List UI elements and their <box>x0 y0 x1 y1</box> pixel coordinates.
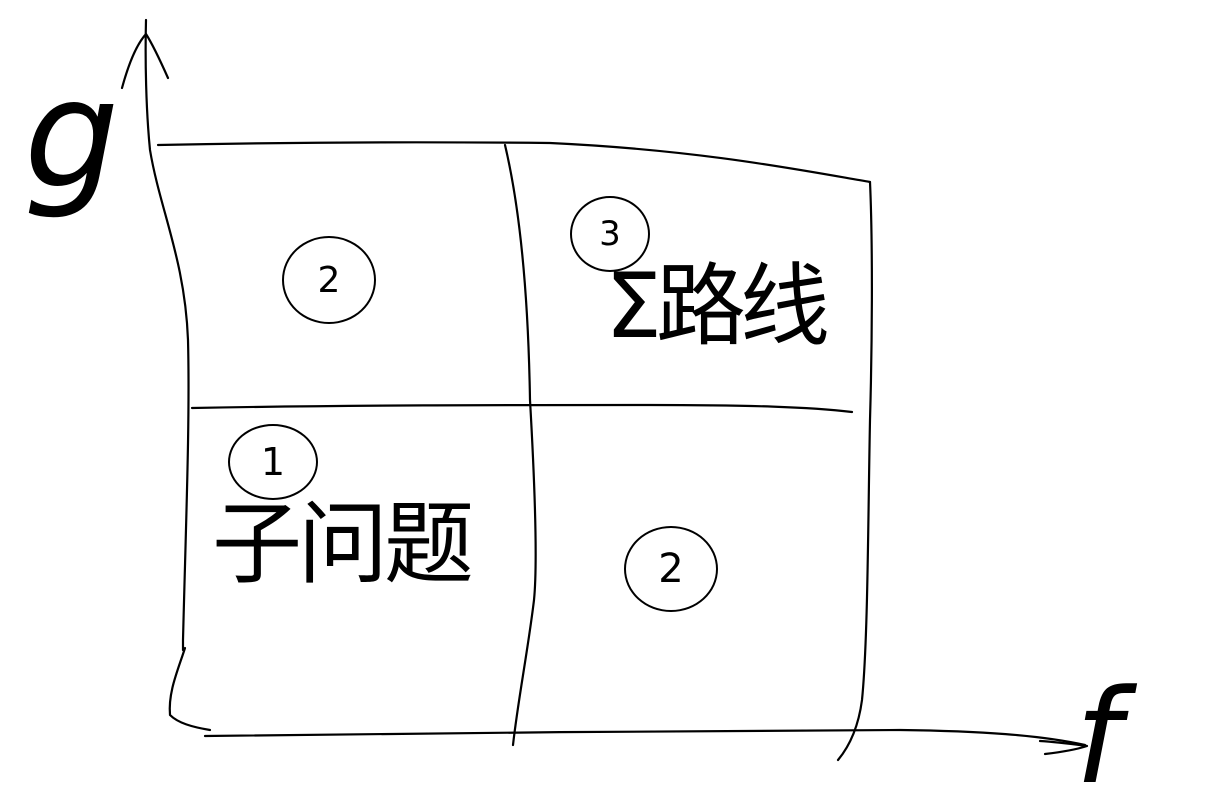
x-axis-line <box>203 728 1087 747</box>
horizontal-divider <box>190 403 854 414</box>
quadrant-top-right-number: 3 <box>570 196 650 272</box>
x-axis-label: f <box>1075 661 1121 800</box>
y-axis-label: g <box>24 48 120 222</box>
right-border <box>836 180 873 762</box>
quadrant-bottom-left-number: 1 <box>228 424 318 500</box>
y-axis-arrowhead <box>120 32 170 90</box>
vertical-divider <box>503 143 537 747</box>
origin-hook <box>168 646 212 732</box>
quadrant-top-left-number: 2 <box>282 236 376 324</box>
x-axis-arrowhead <box>1038 739 1089 756</box>
quadrant-bottom-left-text: 子问题 <box>212 492 474 597</box>
top-border <box>156 141 872 184</box>
y-axis-line <box>144 18 190 652</box>
quadrant-top-right-text: Σ路线 <box>605 254 830 359</box>
quadrant-bottom-right-number: 2 <box>624 526 718 612</box>
